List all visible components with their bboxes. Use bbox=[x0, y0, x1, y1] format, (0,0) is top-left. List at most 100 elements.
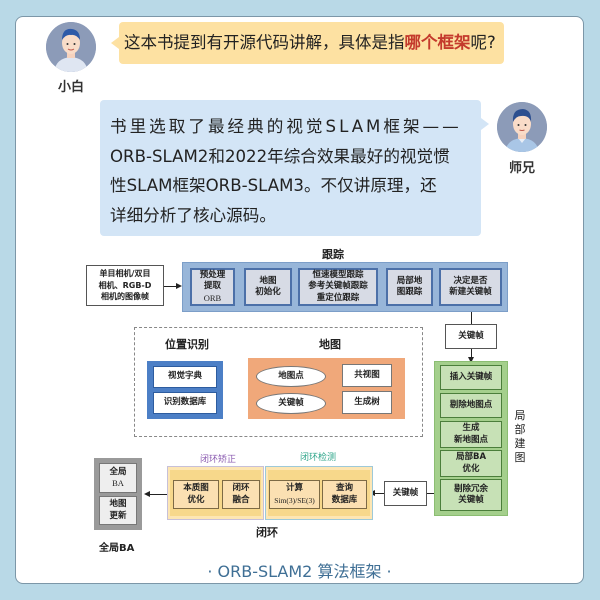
question-bubble: 这本书提到有开源代码讲解，具体是指哪个框架呢? bbox=[111, 22, 504, 64]
loop-detection-title: 闭环检测 bbox=[300, 453, 337, 463]
cell-line: 优化 bbox=[462, 463, 480, 474]
map-keyframes: 关键帧 bbox=[256, 393, 326, 414]
cell-line: 决定是否 bbox=[453, 275, 488, 286]
person-icon bbox=[46, 22, 96, 72]
connector-line bbox=[471, 312, 472, 324]
tracking-keyframe-decision: 决定是否新建关键帧 bbox=[439, 268, 502, 306]
cull-map-points: 剔除地图点 bbox=[440, 393, 502, 418]
arrow-down-icon bbox=[468, 357, 474, 363]
keyframe-box-bottom: 关键帧 bbox=[384, 481, 427, 506]
cell-line: 数据库 bbox=[331, 494, 358, 505]
item-label: 生成树 bbox=[354, 396, 380, 407]
arrow-line bbox=[374, 493, 384, 494]
map-points: 地图点 bbox=[256, 366, 326, 387]
map-update-cell: 地图更新 bbox=[99, 496, 137, 525]
cell-line: 新地图点 bbox=[453, 434, 488, 445]
item-label: 剔除地图点 bbox=[449, 399, 493, 410]
xiaobai-avatar bbox=[46, 22, 96, 72]
arrow-line bbox=[164, 286, 176, 287]
keyframe-box-top: 关键帧 bbox=[445, 324, 497, 349]
arrow-right-icon bbox=[176, 283, 182, 289]
xiaobai-name: 小白 bbox=[57, 80, 84, 95]
spanning-tree: 生成树 bbox=[342, 391, 392, 414]
global-ba-title: 全局BA bbox=[99, 543, 135, 554]
covisibility-graph: 共视图 bbox=[342, 364, 392, 387]
answer-line-3: 性SLAM框架ORB-SLAM3。不仅讲原理，还 bbox=[110, 176, 437, 195]
cell-line: 关键帧 bbox=[458, 495, 484, 505]
answer-bubble: 书里选取了最经典的视觉SLAM框架—— ORB-SLAM2和2022年综合效果最… bbox=[100, 100, 489, 236]
insert-keyframe: 插入关键帧 bbox=[440, 365, 502, 390]
cell-line: 局部BA bbox=[455, 452, 487, 462]
input-frames-box: 单目相机/双目 相机、RGB-D 相机的图像帧 bbox=[86, 265, 164, 306]
item-label: 插入关键帧 bbox=[449, 371, 493, 382]
cull-redundant-keyframes: 剔除冗余关键帧 bbox=[440, 479, 502, 511]
cell-line: 新建关键帧 bbox=[449, 287, 492, 297]
answer-line-2: ORB-SLAM2和2022年综合效果最好的视觉惯 bbox=[110, 146, 450, 166]
local-mapping-title: 局部建图 bbox=[514, 409, 526, 464]
tracking-modes: 恒速模型跟踪参考关键帧跟踪重定位跟踪 bbox=[298, 268, 378, 306]
item-label: 视觉字典 bbox=[167, 371, 202, 382]
keyframe-label: 关键帧 bbox=[392, 487, 419, 498]
compute-sim3: 计算 Sim(3)/SE(3) bbox=[269, 480, 320, 509]
cell-line: 融合 bbox=[232, 494, 250, 505]
shixiong-avatar bbox=[497, 102, 547, 152]
item-label: 地图点 bbox=[278, 370, 304, 381]
connector-line bbox=[471, 349, 472, 358]
input-line: 相机、RGB-D bbox=[98, 280, 152, 290]
cell-line: 全局 bbox=[109, 466, 127, 477]
arrow-line bbox=[149, 494, 167, 495]
question-text: 这本书提到有开源代码讲解，具体是指 bbox=[124, 33, 405, 52]
answer-line-4: 详细分析了核心源码。 bbox=[110, 205, 276, 225]
loop-correction-title: 闭环矫正 bbox=[200, 455, 237, 465]
cell-line: ORB bbox=[203, 292, 222, 303]
cell-line: 闭环 bbox=[232, 483, 250, 493]
cell-line: 生成 bbox=[462, 423, 480, 433]
person-icon bbox=[497, 102, 547, 152]
query-database: 查询数据库 bbox=[322, 480, 367, 509]
cell-line: Sim(3)/SE(3) bbox=[274, 495, 315, 505]
tracking-local-map: 局部地图跟踪 bbox=[386, 268, 433, 306]
question-end: 呢? bbox=[470, 33, 496, 52]
cell-line: 预处理 bbox=[199, 269, 226, 280]
map-region-border bbox=[134, 327, 423, 437]
tracking-title: 跟踪 bbox=[322, 248, 344, 261]
item-label: 识别数据库 bbox=[163, 397, 207, 408]
cell-line: 地图 bbox=[109, 499, 127, 509]
essential-graph-optimization: 本质图优化 bbox=[173, 480, 219, 509]
cell-line: BA bbox=[112, 478, 124, 488]
place-recognition-title: 位置识别 bbox=[165, 338, 209, 351]
tracking-map-init: 地图初始化 bbox=[244, 268, 292, 306]
cell-line: 提取 bbox=[203, 281, 221, 292]
cell-line: 重定位跟踪 bbox=[316, 292, 360, 303]
cell-line: 本质图 bbox=[183, 483, 209, 493]
arrow-left-icon bbox=[144, 491, 150, 497]
answer-line-1: 书里选取了最经典的视觉SLAM框架—— bbox=[110, 117, 462, 136]
cell-line: 局部地 bbox=[396, 275, 423, 286]
recognition-database: 识别数据库 bbox=[153, 392, 217, 414]
cell-line: 剔除冗余 bbox=[453, 483, 488, 494]
shixiong-name: 师兄 bbox=[508, 161, 535, 176]
cell-line: 查询 bbox=[335, 483, 353, 493]
cell-line: 图跟踪 bbox=[396, 287, 423, 297]
visual-vocabulary: 视觉字典 bbox=[153, 366, 217, 388]
input-line: 相机的图像帧 bbox=[100, 292, 149, 302]
cell-line: 初始化 bbox=[255, 287, 281, 297]
input-line: 单目相机/双目 bbox=[99, 269, 151, 279]
keyframe-label: 关键帧 bbox=[458, 330, 484, 341]
cell-line: 参考关键帧跟踪 bbox=[308, 281, 368, 292]
loop-fusion: 闭环融合 bbox=[222, 480, 260, 509]
cell-line: 计算 bbox=[285, 483, 303, 493]
map-title: 地图 bbox=[319, 338, 341, 351]
cell-line: 优化 bbox=[187, 494, 205, 505]
create-new-map-points: 生成新地图点 bbox=[440, 421, 502, 448]
item-label: 共视图 bbox=[354, 369, 380, 380]
figure-caption: · ORB-SLAM2 算法框架 · bbox=[207, 562, 392, 581]
connector-line bbox=[427, 493, 434, 494]
question-highlight: 哪个框架 bbox=[404, 33, 471, 52]
cell-line: 更新 bbox=[109, 510, 127, 521]
cell-line: 地图 bbox=[259, 275, 277, 286]
loop-closing-title: 闭环 bbox=[256, 526, 278, 539]
